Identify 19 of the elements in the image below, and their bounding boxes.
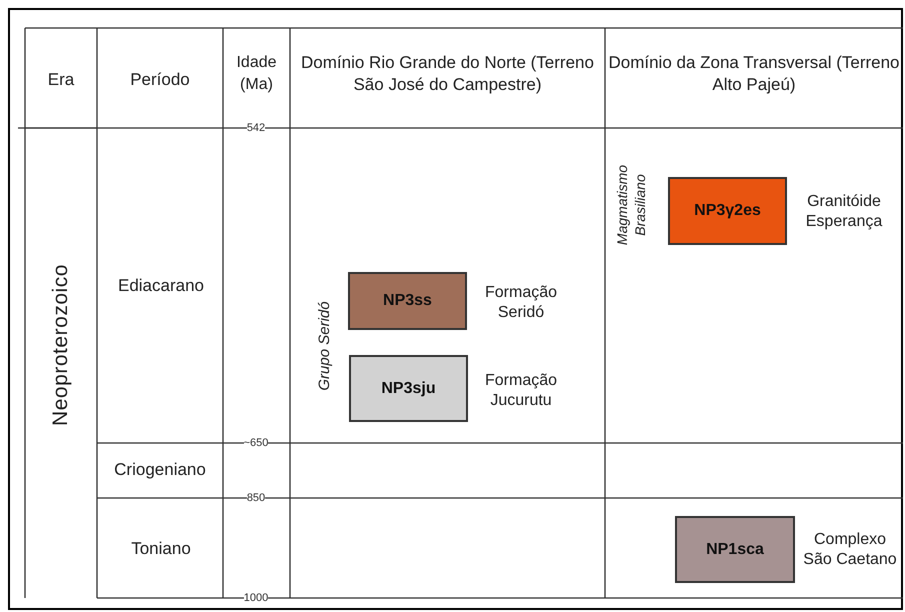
- unit-box: NP3sju: [349, 355, 468, 422]
- unit-name: Formação Seridó: [484, 283, 558, 323]
- unit-box: NP3ss: [348, 272, 467, 330]
- unit-box: NP1sca: [675, 516, 795, 583]
- unit-name: Formação Jucurutu: [484, 371, 558, 411]
- column-header: Domínio Rio Grande do Norte (Terreno São José do Campestre): [300, 52, 595, 96]
- period-label: Ediacarano: [118, 275, 204, 297]
- column-header: Idade (Ma): [235, 53, 278, 95]
- period-label: Toniano: [131, 538, 191, 560]
- era-label: Neoproterozoico: [48, 264, 73, 426]
- group-label: Magmatismo Brasiliano: [613, 164, 649, 248]
- group-label: Grupo Seridó: [315, 301, 334, 391]
- column-header: Período: [130, 69, 190, 91]
- column-header: Era: [48, 69, 74, 91]
- unit-box: NP3γ2es: [668, 177, 787, 245]
- unit-name: Complexo São Caetano: [802, 530, 898, 570]
- period-label: Criogeniano: [114, 459, 206, 481]
- unit-name: Granitóide Esperança: [804, 192, 884, 232]
- column-header: Domínio da Zona Transversal (Terreno Alto Pajeú): [607, 52, 901, 96]
